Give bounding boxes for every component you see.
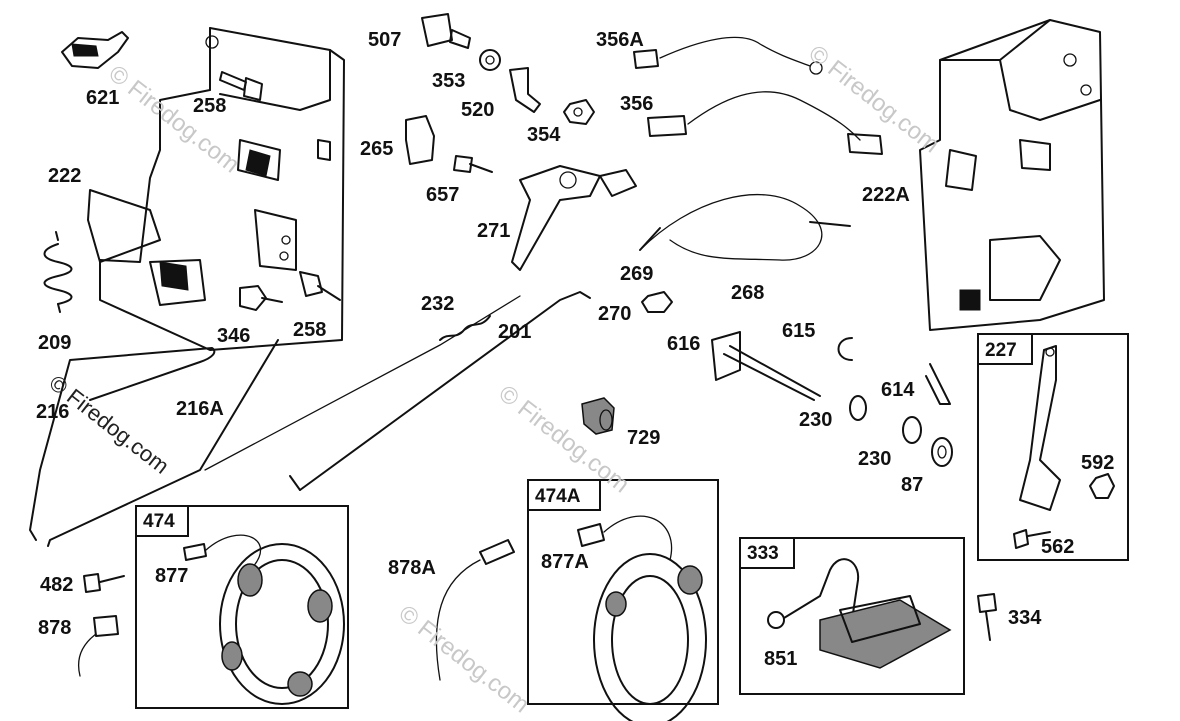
part-bolt-482 (83, 573, 125, 593)
label-851: 851 (764, 648, 798, 670)
label-621: 621 (86, 87, 120, 109)
part-screw-657 (453, 155, 493, 173)
label-729: 729 (627, 427, 661, 449)
part-clip-621 (61, 31, 129, 69)
part-wire-356A (633, 36, 823, 75)
part-nut-354 (563, 99, 595, 125)
part-terminal-507 (421, 13, 471, 49)
part-lead-878A (435, 539, 515, 681)
part-rod-201 (289, 291, 591, 491)
part-wire-269-268 (639, 193, 851, 261)
label-216: 216 (36, 401, 70, 423)
label-269: 269 (620, 263, 654, 285)
part-washer-87 (931, 437, 953, 467)
label-356: 356 (620, 93, 654, 115)
label-258-top: 258 (193, 95, 227, 117)
label-562: 562 (1041, 536, 1075, 558)
part-rod-216A (47, 339, 279, 547)
part-spring-209 (43, 231, 73, 313)
part-rod-232 (204, 295, 521, 471)
label-356A: 356A (596, 29, 644, 51)
part-nut-270 (641, 291, 673, 313)
label-353: 353 (432, 70, 466, 92)
label-265: 265 (360, 138, 394, 160)
label-354: 354 (527, 124, 561, 146)
part-pin-614 (925, 363, 951, 405)
label-878A: 878A (388, 557, 436, 579)
label-520: 520 (461, 99, 495, 121)
part-washer-230a (849, 395, 867, 421)
label-592: 592 (1081, 452, 1115, 474)
box-474A (527, 479, 719, 721)
label-474A: 474A (535, 486, 581, 507)
label-87: 87 (901, 474, 924, 496)
label-877: 877 (155, 565, 189, 587)
label-878: 878 (38, 617, 72, 639)
part-bolt-258-top (219, 71, 263, 101)
part-bolt-258-bottom (299, 271, 341, 301)
label-877A: 877A (541, 551, 589, 573)
label-230-left: 230 (799, 409, 833, 431)
part-clip-265 (405, 115, 435, 165)
label-657: 657 (426, 184, 460, 206)
part-clip-615 (837, 337, 853, 361)
part-bolt-334 (977, 593, 997, 641)
label-222: 222 (48, 165, 82, 187)
part-washer-230b (902, 416, 922, 444)
label-333: 333 (747, 543, 779, 564)
label-232: 232 (421, 293, 455, 315)
part-bolt-346 (239, 285, 283, 311)
label-346: 346 (217, 325, 251, 347)
label-482: 482 (40, 574, 74, 596)
part-terminal-878 (77, 615, 119, 677)
label-227: 227 (985, 340, 1017, 361)
label-614: 614 (881, 379, 915, 401)
part-terminal-520 (509, 67, 541, 113)
label-271: 271 (477, 220, 511, 242)
part-washer-353 (479, 49, 501, 71)
label-230-right: 230 (858, 448, 892, 470)
label-222A: 222A (862, 184, 910, 206)
label-201: 201 (498, 321, 532, 343)
box-333 (739, 537, 965, 695)
label-209: 209 (38, 332, 72, 354)
box-227 (977, 333, 1129, 561)
label-270: 270 (598, 303, 632, 325)
label-616: 616 (667, 333, 701, 355)
part-bracket-222A (919, 19, 1105, 331)
label-216A: 216A (176, 398, 224, 420)
label-268: 268 (731, 282, 765, 304)
label-507: 507 (368, 29, 402, 51)
part-wire-356 (647, 91, 883, 155)
label-474: 474 (143, 511, 175, 532)
part-rod-216 (29, 347, 216, 541)
part-bushing-729 (581, 397, 615, 435)
label-334: 334 (1008, 607, 1042, 629)
part-shaft-616 (711, 331, 821, 401)
label-258-bottom: 258 (293, 319, 327, 341)
part-bracket-222 (87, 27, 345, 351)
part-bracket-271 (511, 165, 637, 271)
box-474 (135, 505, 349, 709)
label-615: 615 (782, 320, 816, 342)
